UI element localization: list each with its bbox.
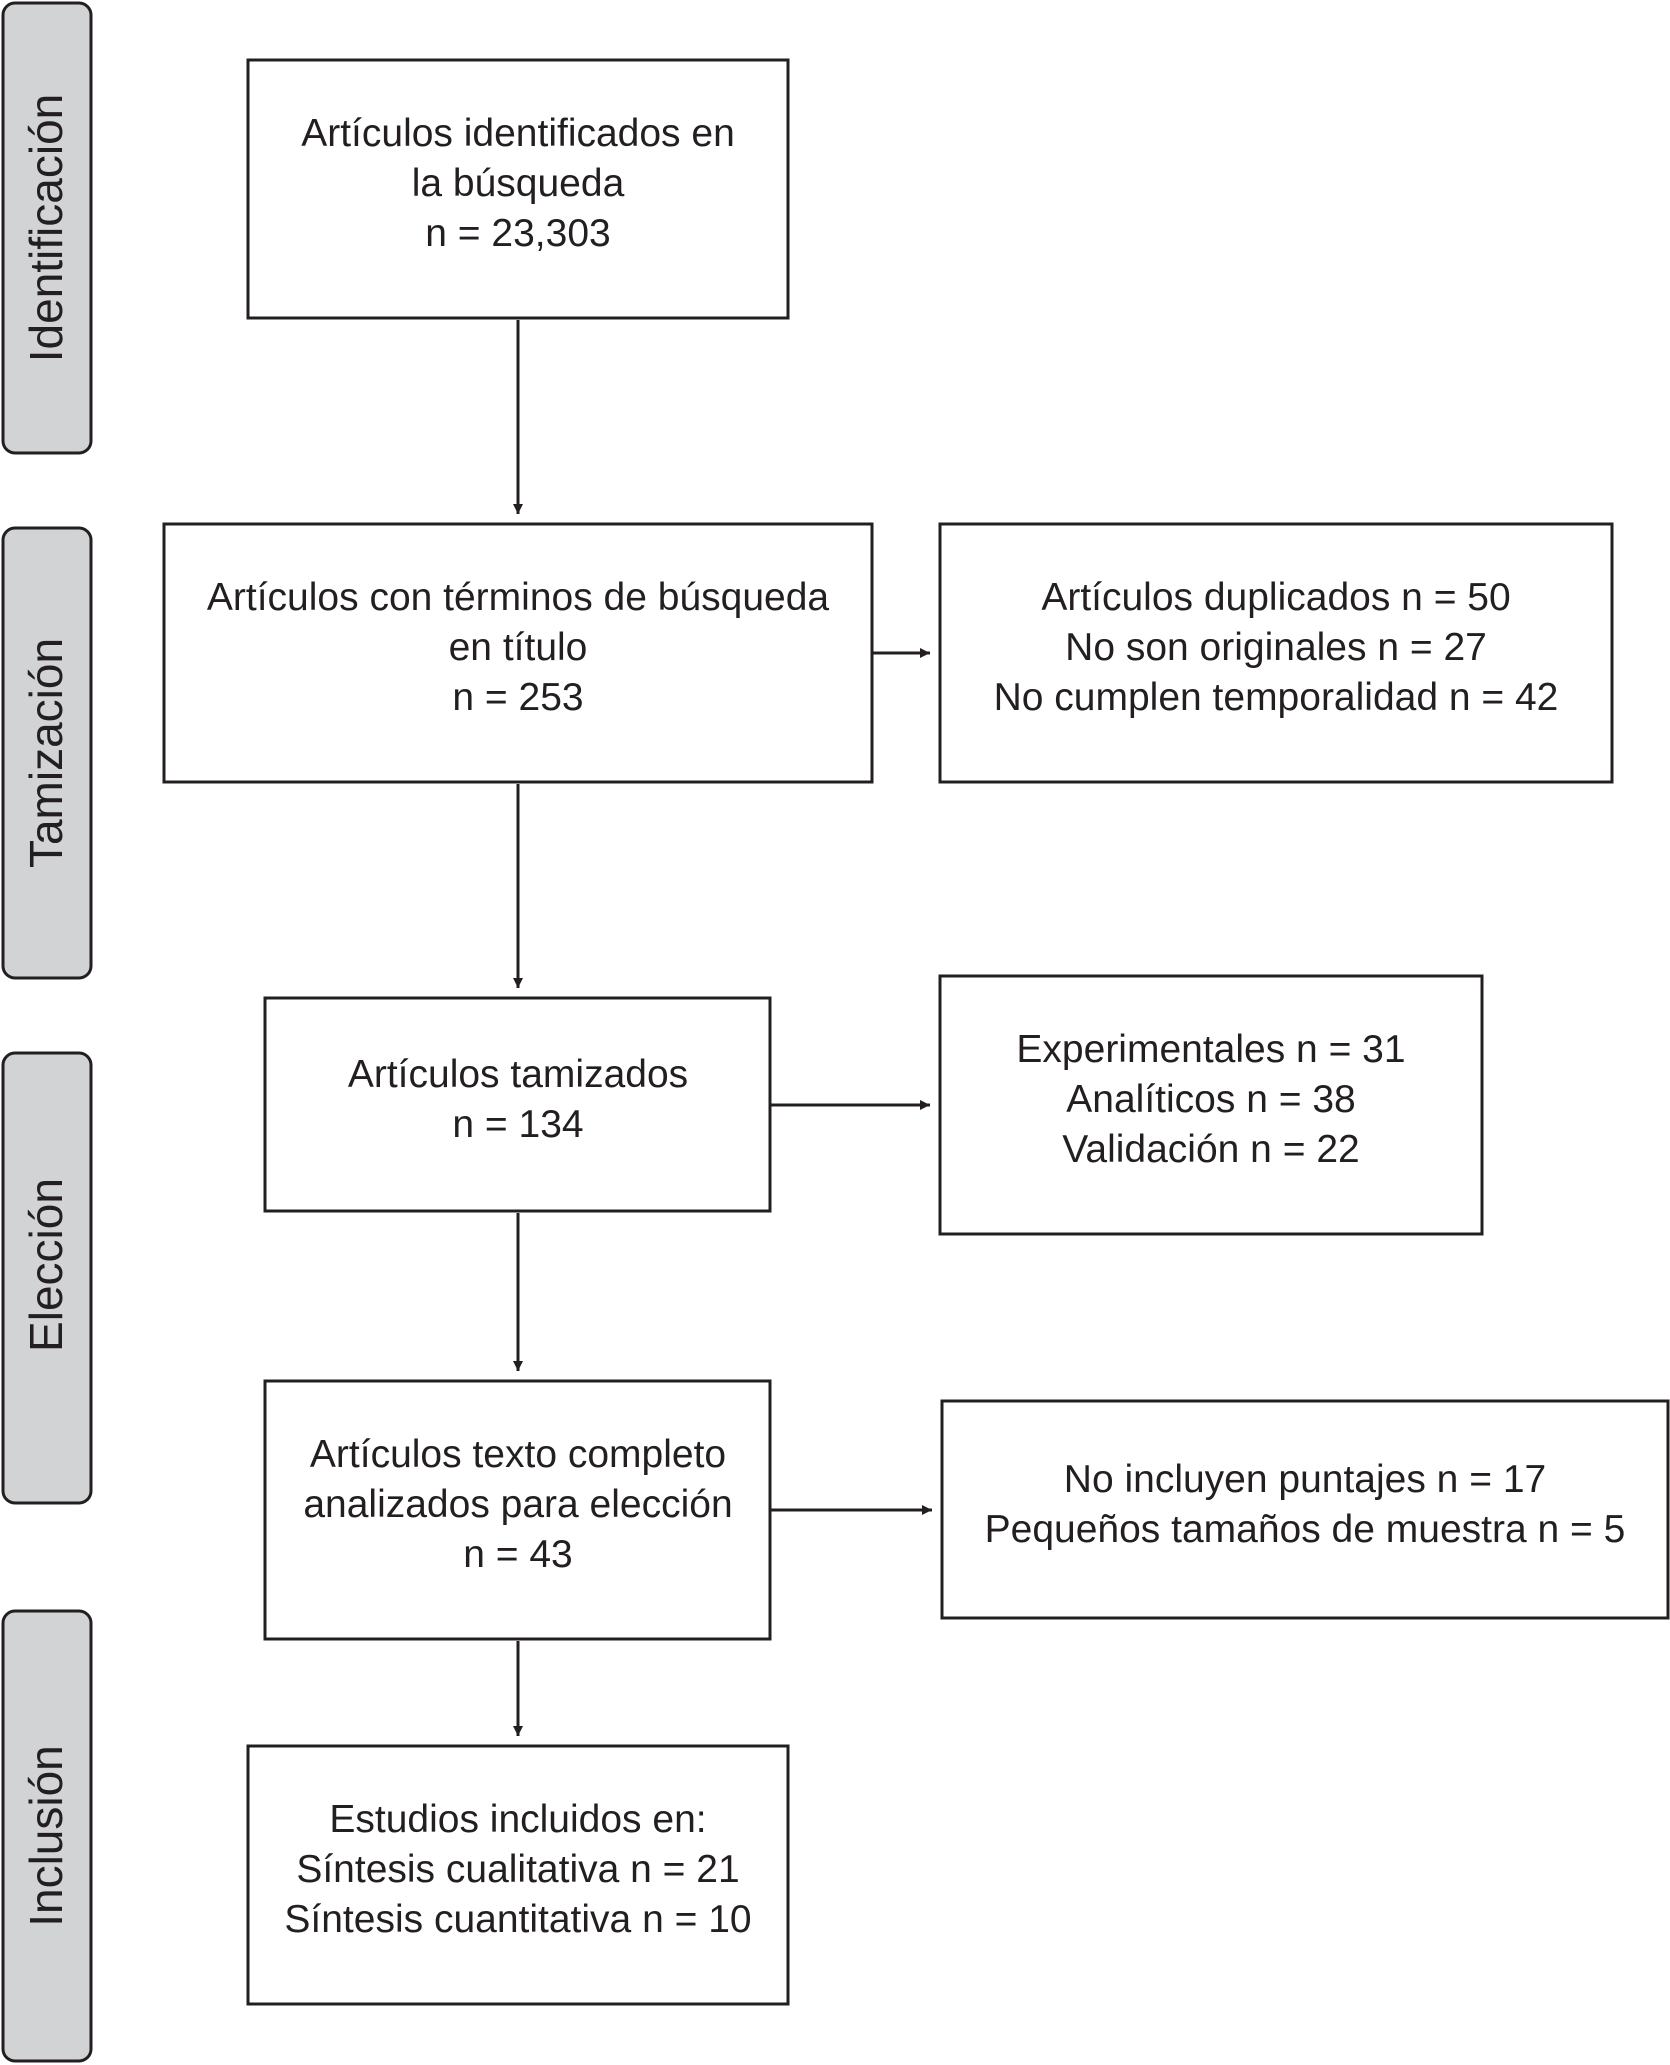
box-identified: Artículos identificados en la búsqueda n…: [246, 58, 790, 320]
box-excluded-design-line-3: Validación n = 22: [1062, 1128, 1359, 1171]
box-included-line-2: Síntesis cualitativa n = 21: [296, 1848, 739, 1891]
phase-identificacion: Identificación: [1, 1, 93, 455]
box-included-line-3: Síntesis cuantitativa n = 10: [284, 1898, 751, 1941]
phase-eleccion-label: Elección: [20, 1178, 72, 1352]
phase-tamizacion: Tamización: [1, 526, 93, 980]
phase-eleccion: Elección: [1, 1051, 93, 1505]
phase-inclusion-label: Inclusión: [20, 1745, 72, 1927]
phase-identificacion-label: Identificación: [20, 94, 72, 363]
box-title-terms-line-2: en título: [449, 626, 588, 669]
box-identified-line-1: Artículos identificados en: [301, 112, 735, 155]
box-identified-line-3: n = 23,303: [425, 212, 610, 255]
box-full-text-line-2: analizados para elección: [303, 1483, 732, 1526]
box-excluded-design: Experimentales n = 31 Analíticos n = 38 …: [938, 974, 1484, 1236]
box-title-terms-line-1: Artículos con términos de búsqueda: [207, 576, 830, 619]
box-screened-line-1: Artículos tamizados: [348, 1053, 688, 1096]
phase-inclusion: Inclusión: [1, 1609, 93, 2063]
box-screened: Artículos tamizados n = 134: [263, 996, 772, 1213]
box-excluded-duplicates-line-2: No son originales n = 27: [1065, 626, 1487, 669]
box-excluded-fulltext-line-2: Pequeños tamaños de muestra n = 5: [985, 1508, 1626, 1551]
box-included: Estudios incluidos en: Síntesis cualitat…: [246, 1744, 790, 2006]
box-full-text-line-3: n = 43: [463, 1533, 573, 1576]
box-excluded-fulltext: No incluyen puntajes n = 17 Pequeños tam…: [940, 1399, 1670, 1620]
box-excluded-duplicates: Artículos duplicados n = 50 No son origi…: [938, 522, 1614, 784]
box-excluded-design-line-1: Experimentales n = 31: [1016, 1028, 1405, 1071]
box-screened-line-2: n = 134: [452, 1103, 583, 1146]
box-excluded-duplicates-line-3: No cumplen temporalidad n = 42: [994, 676, 1559, 719]
phase-tamizacion-label: Tamización: [20, 638, 72, 868]
box-title-terms: Artículos con términos de búsqueda en tí…: [162, 522, 874, 784]
box-excluded-design-line-2: Analíticos n = 38: [1066, 1078, 1355, 1121]
box-title-terms-line-3: n = 253: [452, 676, 583, 719]
box-excluded-duplicates-line-1: Artículos duplicados n = 50: [1041, 576, 1510, 619]
box-identified-line-2: la búsqueda: [412, 162, 625, 205]
box-full-text-line-1: Artículos texto completo: [310, 1433, 726, 1476]
box-excluded-fulltext-line-1: No incluyen puntajes n = 17: [1064, 1458, 1546, 1501]
box-full-text: Artículos texto completo analizados para…: [263, 1379, 772, 1641]
box-included-line-1: Estudios incluidos en:: [329, 1798, 706, 1841]
